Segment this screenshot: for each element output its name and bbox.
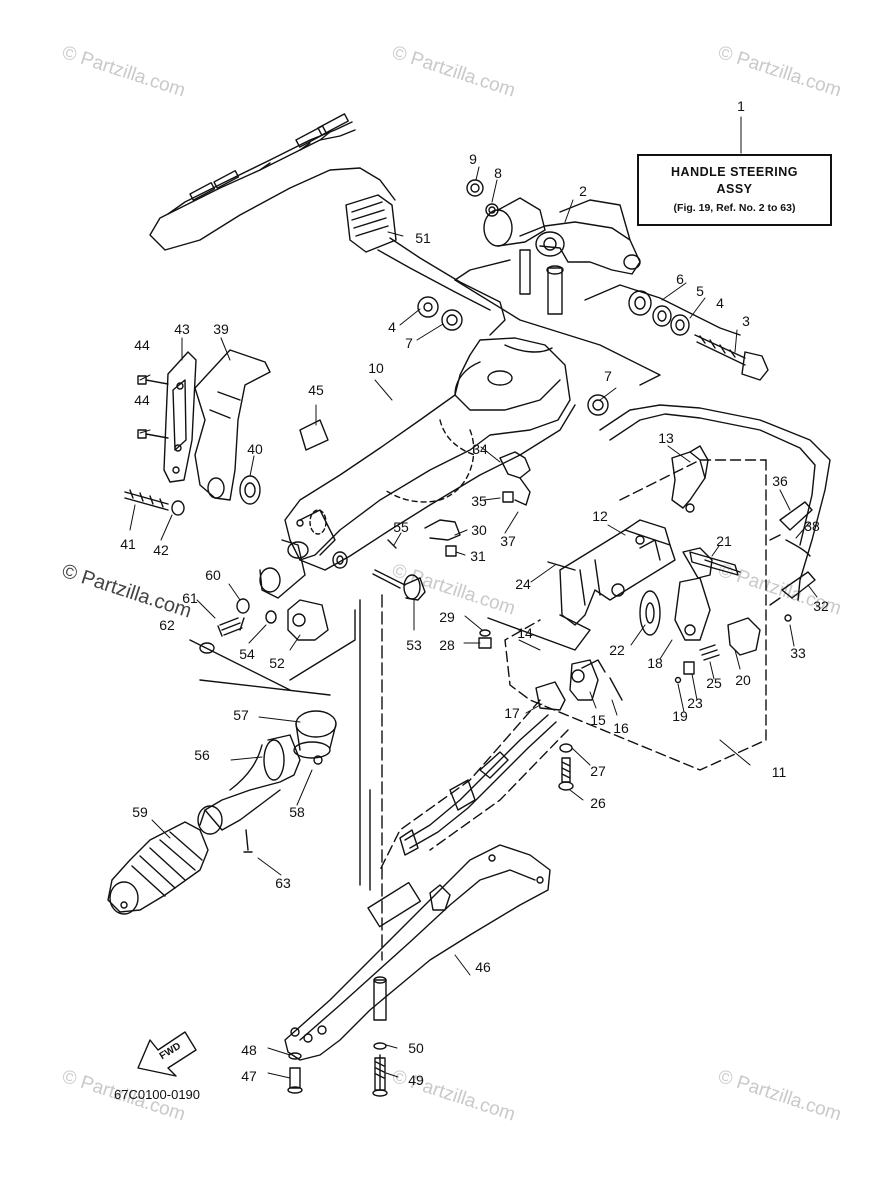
callout-number: 39 bbox=[213, 321, 229, 337]
callout-number: 61 bbox=[182, 590, 198, 606]
callout-number: 16 bbox=[613, 720, 629, 736]
callout-number: 1 bbox=[737, 98, 745, 114]
callout-number: 4 bbox=[388, 319, 396, 335]
title-box: HANDLE STEERING ASSY (Fig. 19, Ref. No. … bbox=[637, 154, 832, 226]
control-rod bbox=[399, 714, 557, 856]
throttle-shaft bbox=[259, 539, 426, 641]
callout-number: 46 bbox=[475, 959, 491, 975]
callout-number: 60 bbox=[205, 567, 221, 583]
callout-number: 31 bbox=[470, 548, 486, 564]
callout-number: 37 bbox=[500, 533, 516, 549]
callout-number: 52 bbox=[269, 655, 285, 671]
callout-number: 57 bbox=[233, 707, 249, 723]
callout-number: 38 bbox=[804, 518, 820, 534]
callout-number: 32 bbox=[813, 598, 829, 614]
callout-number: 12 bbox=[592, 508, 608, 524]
decal-part bbox=[299, 419, 329, 451]
callout-number: 34 bbox=[472, 441, 488, 457]
callout-number: 51 bbox=[415, 230, 431, 246]
callout-number: 44 bbox=[134, 337, 150, 353]
callout-number: 63 bbox=[275, 875, 291, 891]
callout-number: 24 bbox=[515, 576, 531, 592]
callout-number: 50 bbox=[408, 1040, 424, 1056]
callout-number: 2 bbox=[579, 183, 587, 199]
callout-number: 45 bbox=[308, 382, 324, 398]
callout-number: 7 bbox=[405, 335, 413, 351]
bolt-washers bbox=[417, 259, 769, 416]
callout-number: 6 bbox=[676, 271, 684, 287]
friction-parts bbox=[189, 598, 331, 696]
callout-number: 5 bbox=[696, 283, 704, 299]
callout-number: 20 bbox=[735, 672, 751, 688]
throttle-grip bbox=[107, 710, 337, 915]
callout-number: 26 bbox=[590, 795, 606, 811]
callout-number: 62 bbox=[159, 617, 175, 633]
shift-cable bbox=[599, 404, 831, 622]
callout-number: 10 bbox=[368, 360, 384, 376]
callout-number: 44 bbox=[134, 392, 150, 408]
callout-number: 41 bbox=[120, 536, 136, 552]
callout-number: 30 bbox=[471, 522, 487, 538]
callout-number: 18 bbox=[647, 655, 663, 671]
callout-number: 58 bbox=[289, 804, 305, 820]
callout-number: 22 bbox=[609, 642, 625, 658]
callout-number: 54 bbox=[239, 646, 255, 662]
callout-number: 42 bbox=[153, 542, 169, 558]
callout-number: 19 bbox=[672, 708, 688, 724]
callout-number: 49 bbox=[408, 1072, 424, 1088]
assembly-guide-lines bbox=[289, 459, 767, 1091]
callout-number: 43 bbox=[174, 321, 190, 337]
callout-number: 27 bbox=[590, 763, 606, 779]
callout-number: 28 bbox=[439, 637, 455, 653]
callout-number: 11 bbox=[771, 764, 787, 780]
callout-number: 25 bbox=[706, 675, 722, 691]
grommet-part bbox=[345, 194, 506, 336]
callout-leaders bbox=[129, 116, 818, 1079]
upper-bracket bbox=[466, 179, 641, 315]
bottom-cover bbox=[284, 844, 551, 1061]
callout-number: 40 bbox=[247, 441, 263, 457]
callout-number: 3 bbox=[742, 313, 750, 329]
callout-number: 33 bbox=[790, 645, 806, 661]
callout-number: 47 bbox=[241, 1068, 257, 1084]
callout-number: 53 bbox=[406, 637, 422, 653]
callout-number: 15 bbox=[590, 712, 606, 728]
drawing-code: 67C0100-0190 bbox=[114, 1087, 201, 1102]
side-bracket bbox=[124, 349, 271, 516]
callout-number: 9 bbox=[469, 151, 477, 167]
steering-handle bbox=[284, 337, 576, 571]
title-line3: (Fig. 19, Ref. No. 2 to 63) bbox=[673, 202, 796, 214]
shift-linkage bbox=[535, 445, 761, 711]
callout-number: 21 bbox=[716, 533, 732, 549]
cable-clips bbox=[387, 451, 531, 649]
callout-number: 36 bbox=[772, 473, 788, 489]
callout-number: 59 bbox=[132, 804, 148, 820]
fwd-arrow-icon bbox=[137, 1031, 197, 1077]
callout-number: 55 bbox=[393, 519, 409, 535]
callout-number: 8 bbox=[494, 165, 502, 181]
callout-number: 35 bbox=[471, 493, 487, 509]
callout-number: 23 bbox=[687, 695, 703, 711]
title-line1: HANDLE STEERING bbox=[671, 165, 798, 179]
small-screws bbox=[558, 743, 574, 791]
callout-number: 29 bbox=[439, 609, 455, 625]
title-line2: ASSY bbox=[716, 182, 753, 196]
shaft-part bbox=[689, 551, 739, 576]
callout-number: 14 bbox=[517, 625, 533, 641]
throttle-cable bbox=[149, 113, 396, 251]
callout-number: 56 bbox=[194, 747, 210, 763]
callout-number: 7 bbox=[604, 368, 612, 384]
callout-number: 17 bbox=[504, 705, 520, 721]
callout-number: 13 bbox=[658, 430, 674, 446]
callout-number: 4 bbox=[716, 295, 724, 311]
callout-number: 48 bbox=[241, 1042, 257, 1058]
bottom-screws bbox=[287, 1042, 388, 1097]
